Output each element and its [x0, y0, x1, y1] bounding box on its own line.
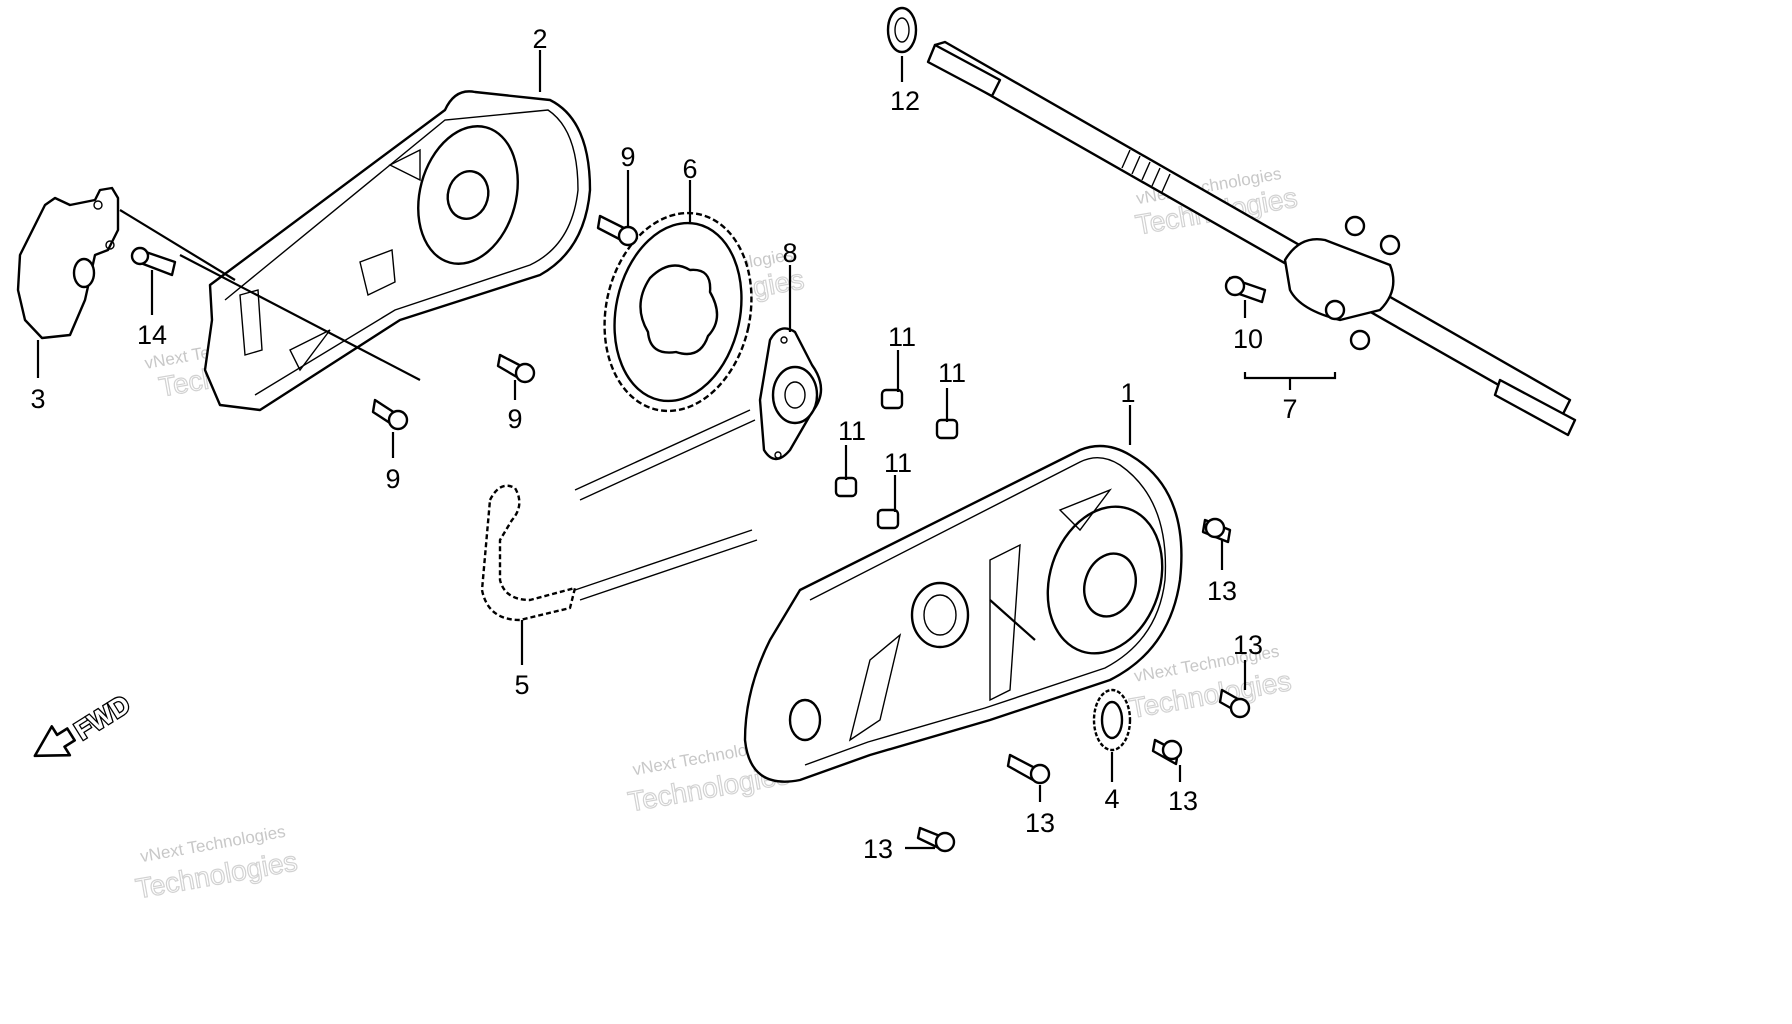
callout-number: 8	[782, 238, 797, 268]
callout-number: 11	[888, 322, 916, 352]
bolt-icon	[1151, 738, 1183, 766]
callout-number: 13	[863, 834, 893, 864]
callout-number: 11	[838, 416, 866, 446]
part-8-bearing-holder	[758, 327, 823, 461]
bolt-icon	[916, 826, 956, 853]
part-7-rear-axle	[926, 40, 1577, 437]
forward-arrow-icon	[33, 725, 76, 758]
fasteners	[130, 214, 1267, 853]
callout-number: 1	[1120, 378, 1135, 408]
fwd-direction-marker: FWD	[33, 688, 137, 758]
nut-icon	[834, 476, 858, 498]
callout-number: 9	[620, 142, 635, 172]
callout-number: 4	[1104, 784, 1119, 814]
bolt-icon	[496, 353, 536, 384]
bolt-icon	[1006, 753, 1051, 785]
callout-number: 11	[884, 448, 912, 478]
bolt-icon	[596, 214, 639, 247]
nut-icon	[876, 508, 900, 530]
bolt-icon	[130, 246, 177, 277]
part-2-inner-chain-case	[203, 90, 592, 412]
callout-number: 2	[532, 24, 547, 54]
leader-lines	[36, 50, 1337, 850]
callout-number: 5	[514, 670, 529, 700]
bolt-icon	[1201, 517, 1232, 544]
part-4-collar	[1092, 688, 1132, 752]
callout-number: 10	[1233, 324, 1263, 354]
callout-number: 12	[890, 86, 920, 116]
callout-number: 9	[507, 404, 522, 434]
callout-labels: 1 2 3 4 5 6 7 8 9 9 9 10 11 11 11 11 12 …	[30, 24, 1297, 864]
bolt-icon	[371, 398, 409, 431]
bolt-icon	[1218, 688, 1251, 719]
part-5-drive-chain	[480, 409, 758, 622]
nut-icon	[880, 388, 904, 410]
callout-number: 13	[1168, 786, 1198, 816]
callout-number: 3	[30, 384, 45, 414]
callout-number: 13	[1233, 630, 1263, 660]
callout-number: 6	[682, 154, 697, 184]
part-12-oil-seal	[886, 6, 918, 54]
callout-number: 14	[137, 320, 167, 350]
fwd-label: FWD	[69, 689, 135, 746]
callout-number: 13	[1207, 576, 1237, 606]
bolt-icon	[1224, 275, 1267, 304]
part-3-chain-guard-plate	[16, 186, 120, 340]
callout-number: 7	[1282, 394, 1297, 424]
callout-number: 13	[1025, 808, 1055, 838]
part-1-outer-chain-case	[743, 444, 1183, 783]
callout-number: 9	[385, 464, 400, 494]
nut-icon	[935, 418, 959, 440]
callout-number: 11	[938, 358, 966, 388]
part-6-sprocket	[603, 211, 753, 413]
